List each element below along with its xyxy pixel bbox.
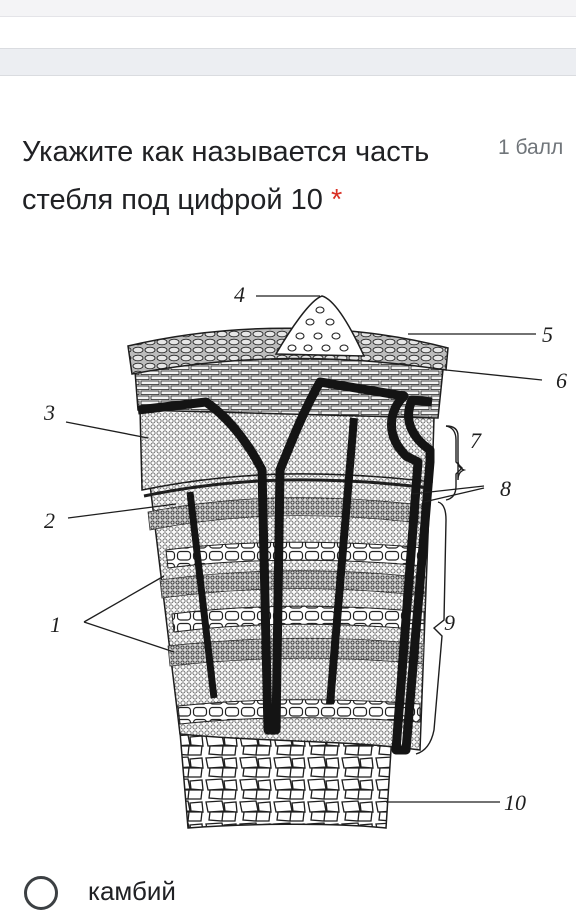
label-1: 1	[50, 612, 61, 637]
radio-button[interactable]	[24, 876, 58, 910]
label-7: 7	[470, 428, 482, 453]
label-3: 3	[43, 400, 55, 425]
label-2: 2	[44, 508, 55, 533]
cambium-line	[143, 478, 431, 498]
section-divider	[0, 48, 576, 76]
leader-lines	[65, 295, 543, 803]
question-title-line1: Укажите как называется часть	[22, 136, 430, 168]
answer-option[interactable]: камбий	[24, 872, 544, 912]
pith-region	[179, 731, 393, 829]
label-10: 10	[504, 790, 526, 815]
stem-diagram: 4 5 6 3 7 8 2 1 9 10	[0, 250, 576, 860]
medullary-ray	[137, 377, 435, 755]
question-title: Укажите как называется часть стебля под …	[22, 128, 492, 224]
question-points: 1 балл	[498, 136, 564, 159]
label-9: 9	[444, 610, 455, 635]
lenticel-cells	[287, 306, 349, 352]
label-4: 4	[234, 282, 245, 307]
vessel-row	[171, 605, 425, 633]
required-asterisk: *	[330, 184, 343, 216]
top-bar	[0, 0, 576, 17]
label-5: 5	[542, 322, 553, 347]
vessel-row	[177, 699, 421, 725]
label-8: 8	[500, 476, 511, 501]
lenticel	[274, 295, 366, 357]
label-6: 6	[556, 368, 567, 393]
question-title-line2: стебля под цифрой 10	[22, 184, 323, 216]
brackets	[415, 425, 467, 755]
answer-option-label: камбий	[88, 876, 176, 906]
